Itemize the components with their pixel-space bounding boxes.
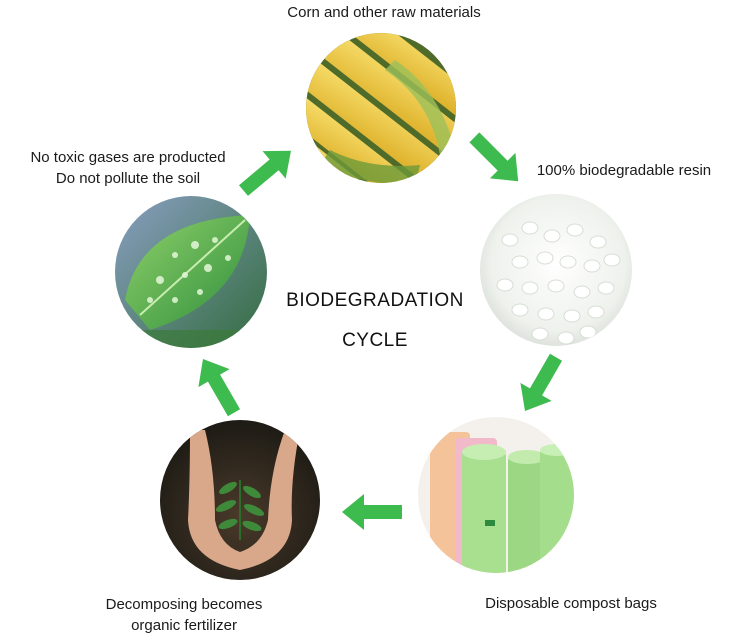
- corn-photo: [306, 33, 456, 183]
- fertilizer-label-line2: organic fertilizer: [131, 617, 237, 634]
- compost-bags-photo: [418, 417, 574, 573]
- arrow-fertilizer-to-leaf: [198, 359, 241, 417]
- cycle-arrows: [198, 132, 563, 530]
- center-title-line2: CYCLE: [342, 330, 408, 351]
- bags-label: Disposable compost bags: [485, 595, 657, 612]
- fertilizer-label: Decomposing becomes organic fertilizer: [84, 594, 284, 636]
- arrow-corn-to-resin: [469, 132, 519, 182]
- arrow-leaf-to-corn: [238, 150, 291, 196]
- corn-label: Corn and other raw materials: [287, 4, 481, 21]
- soil-label: No toxic gases are producted Do not poll…: [8, 147, 248, 189]
- resin-label: 100% biodegradable resin: [536, 162, 712, 179]
- center-title-line1: BIODEGRADATION: [286, 290, 464, 311]
- hands-seedling-photo: [160, 420, 320, 580]
- fertilizer-label-line1: Decomposing becomes: [105, 596, 263, 613]
- soil-label-line1: No toxic gases are producted: [30, 149, 226, 166]
- arrow-bags-to-fertilizer: [342, 494, 402, 530]
- resin-pellets-photo: [480, 194, 632, 346]
- soil-label-line2: Do not pollute the soil: [55, 170, 201, 187]
- leaf-water-photo: [115, 196, 267, 348]
- arrow-resin-to-bags: [520, 353, 563, 411]
